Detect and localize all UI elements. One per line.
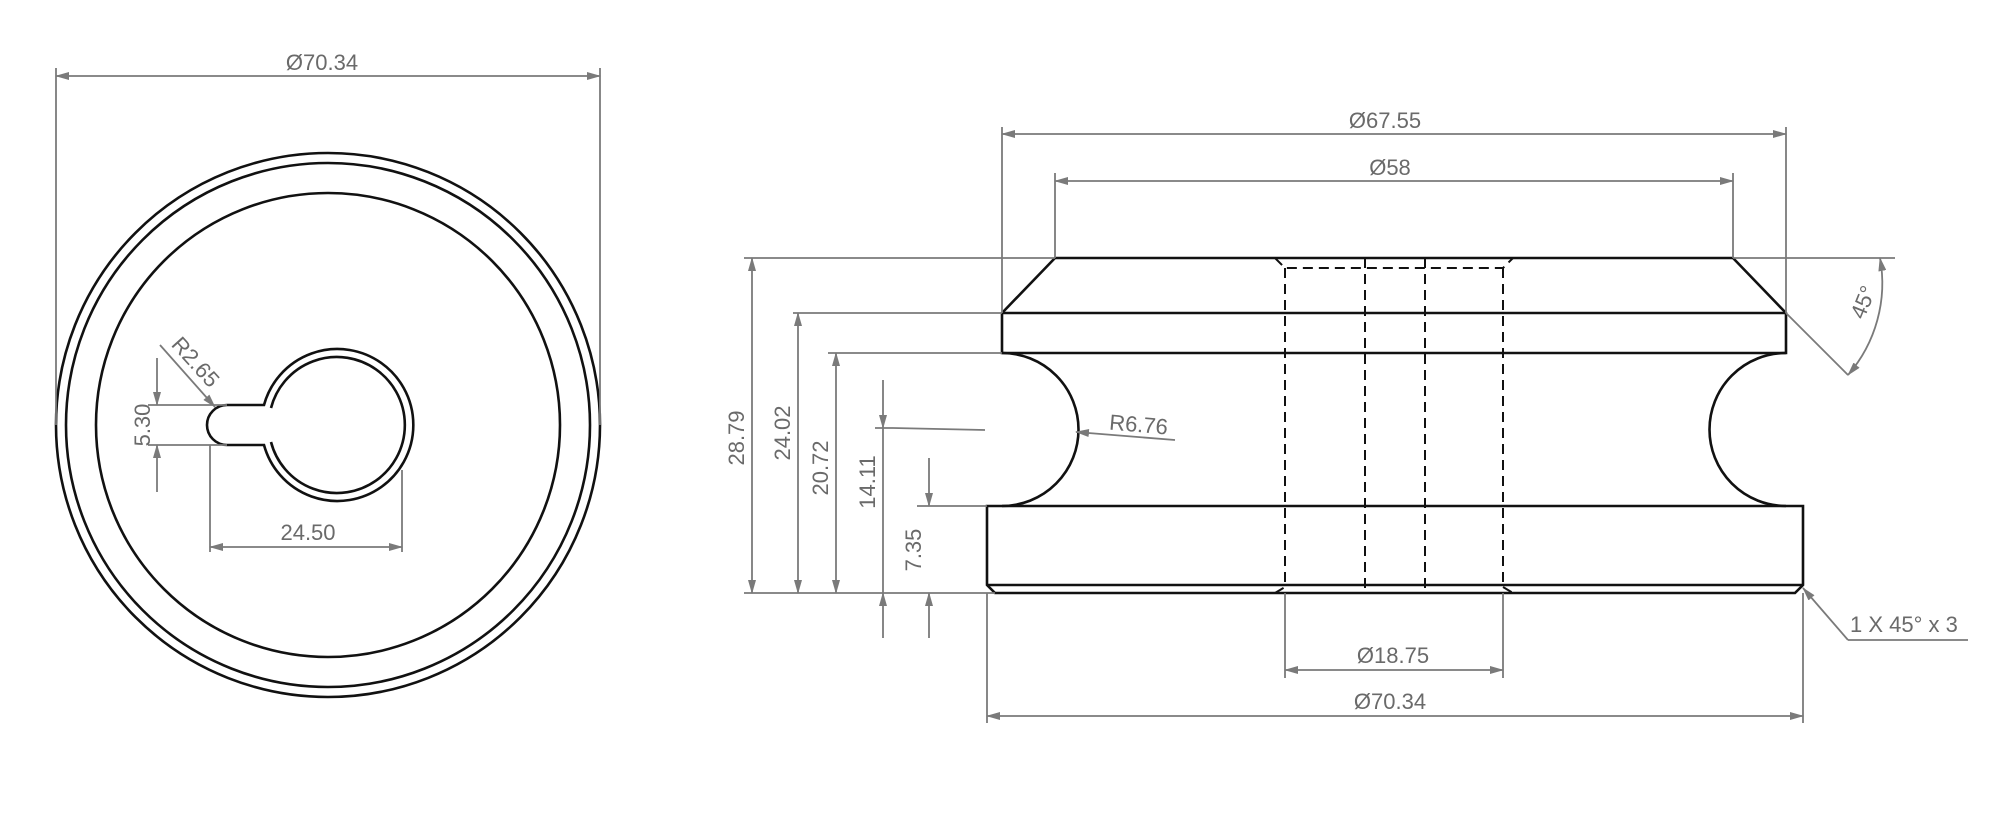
groove-right bbox=[1708, 351, 1787, 508]
lower-flange bbox=[985, 504, 1805, 595]
side-view: Ø67.55 Ø58 45° R6.76 28.79 24.02 20.72 bbox=[724, 108, 1968, 723]
rim-diam-label: Ø58 bbox=[1369, 155, 1411, 180]
height-4-label: 14.11 bbox=[855, 455, 880, 508]
chamfer-note-label: 1 X 45° x 3 bbox=[1850, 612, 1958, 637]
bore-chamfer-hidden bbox=[1274, 257, 1514, 269]
bore-chamfer-inner bbox=[269, 355, 407, 495]
height-5-label: 7.35 bbox=[901, 529, 926, 572]
groove-radius-leader bbox=[1075, 429, 1176, 441]
groove-radius-label: R6.76 bbox=[1108, 410, 1169, 440]
groove-center-line bbox=[892, 427, 986, 431]
front-view: Ø70.34 R2.65 5.30 24.50 bbox=[54, 50, 602, 699]
chamfer-angle-ext-slope bbox=[1785, 312, 1849, 376]
height-2-label: 24.02 bbox=[770, 405, 795, 460]
groove-circle bbox=[94, 191, 562, 659]
bore-diam-label: Ø18.75 bbox=[1357, 643, 1429, 668]
chamfer-angle-label: 45° bbox=[1845, 282, 1881, 322]
groove-left bbox=[1001, 351, 1080, 508]
keyway-radius-leader bbox=[159, 344, 216, 408]
outer-chamfer-circle bbox=[64, 161, 592, 689]
chamfer-angle-arc bbox=[1847, 257, 1887, 376]
bore-chamfer-hidden-bottom bbox=[1274, 586, 1514, 594]
keyway-width-label: 5.30 bbox=[130, 404, 155, 447]
height-1-label: 28.79 bbox=[724, 410, 749, 465]
chamfer-note-leader bbox=[1802, 587, 1849, 641]
upper-flange bbox=[1000, 256, 1788, 355]
bore-with-keyway bbox=[205, 347, 415, 503]
front-diameter-label: Ø70.34 bbox=[286, 50, 358, 75]
top-diam-label: Ø67.55 bbox=[1349, 108, 1421, 133]
height-3-label: 20.72 bbox=[808, 440, 833, 495]
bottom-diam-label: Ø70.34 bbox=[1354, 689, 1426, 714]
keyway-depth-label: 24.50 bbox=[280, 520, 335, 545]
